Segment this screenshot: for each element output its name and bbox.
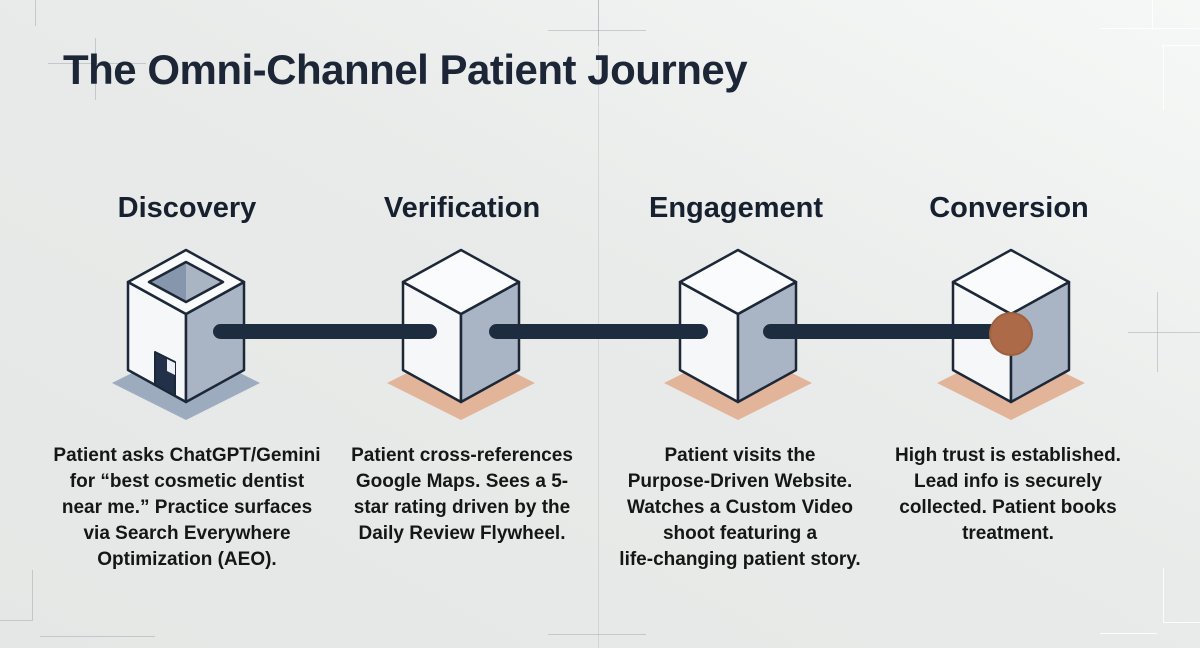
box-interior bbox=[186, 262, 223, 302]
journey-connector-segment-2 bbox=[489, 324, 708, 339]
registration-mark bbox=[1163, 45, 1164, 110]
conversion-endpoint-circle-icon bbox=[989, 312, 1033, 356]
journey-connector-segment-1 bbox=[213, 324, 437, 339]
page-title: The Omni-Channel Patient Journey bbox=[63, 46, 748, 93]
box-top-rim bbox=[126, 248, 246, 316]
stage-description-conversion: High trust is established. Lead info is … bbox=[895, 445, 1121, 544]
registration-mark bbox=[1163, 622, 1200, 623]
registration-mark bbox=[32, 570, 33, 620]
registration-mark bbox=[48, 63, 146, 64]
registration-mark bbox=[40, 636, 155, 637]
registration-mark bbox=[548, 634, 646, 635]
stage-heading-discovery: Discovery bbox=[117, 192, 257, 224]
conversion-cube-icon bbox=[937, 248, 1085, 420]
registration-mark bbox=[1128, 332, 1200, 333]
registration-mark bbox=[0, 620, 33, 621]
doorway-jamb bbox=[167, 359, 175, 375]
cube-top-face bbox=[678, 248, 798, 316]
registration-mark bbox=[598, 0, 599, 46]
registration-mark bbox=[1157, 292, 1158, 372]
registration-mark bbox=[1152, 0, 1153, 30]
journey-connector-segment-3 bbox=[763, 324, 1008, 339]
stage-description-engagement: Patient visits the Purpose-Driven Websit… bbox=[619, 445, 861, 570]
registration-mark bbox=[35, 0, 36, 26]
stage-heading-verification: Verification bbox=[383, 192, 541, 224]
stage-description-verification: Patient cross-references Google Maps. Se… bbox=[351, 445, 573, 544]
box-interior bbox=[149, 262, 186, 302]
discovery-open-box-icon bbox=[112, 248, 260, 420]
cube-top-face bbox=[401, 248, 521, 316]
stage-heading-engagement: Engagement bbox=[648, 192, 824, 224]
stage-heading-conversion: Conversion bbox=[929, 192, 1089, 224]
registration-mark bbox=[548, 30, 646, 31]
verification-cube-icon bbox=[387, 248, 535, 420]
engagement-cube-icon bbox=[664, 248, 812, 420]
registration-mark bbox=[1100, 633, 1157, 634]
stage-description-discovery: Patient asks ChatGPT/Gemini for “best co… bbox=[53, 445, 321, 570]
registration-mark bbox=[1163, 568, 1164, 622]
registration-mark bbox=[1162, 45, 1200, 46]
registration-mark bbox=[95, 38, 96, 100]
registration-mark bbox=[1100, 28, 1200, 29]
